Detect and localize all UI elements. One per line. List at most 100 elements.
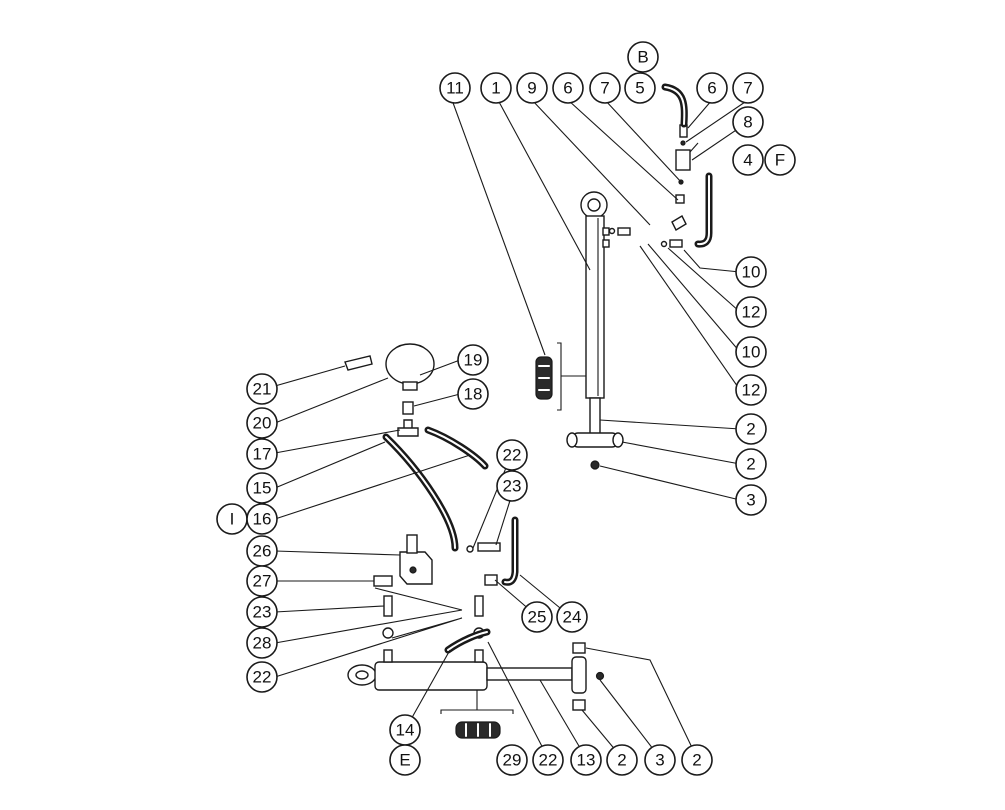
lower-cylinder-barrel	[374, 661, 488, 691]
hose-16-core	[427, 429, 486, 467]
callout-11: 11	[439, 72, 471, 104]
hose-14	[444, 628, 491, 654]
seal-kit-29-bracket	[440, 690, 514, 714]
callout-14: 14	[389, 714, 421, 746]
callout-5: 5	[624, 72, 656, 104]
lower-cylinder-eye-hole	[355, 670, 369, 680]
callout-13: 13	[570, 744, 602, 776]
svg-text:20: 20	[253, 414, 272, 433]
callout-6-mid: 6	[552, 72, 584, 104]
callout-7-mid: 7	[589, 72, 621, 104]
lower-port-right	[474, 649, 484, 663]
svg-text:4: 4	[743, 151, 752, 170]
seal-ring-a	[608, 227, 616, 235]
svg-text:10: 10	[742, 263, 761, 282]
svg-text:3: 3	[655, 751, 664, 770]
callout-2-a: 2	[735, 413, 767, 445]
seal-kit-11-bracket	[557, 342, 586, 411]
fitting-adapter-lower	[669, 239, 683, 248]
svg-text:23: 23	[253, 603, 272, 622]
svg-text:23: 23	[503, 477, 522, 496]
callout-22-c: 22	[532, 744, 564, 776]
svg-text:7: 7	[743, 79, 752, 98]
svg-text:22: 22	[503, 446, 522, 465]
bushing-2-top	[572, 642, 586, 654]
callout-21: 21	[246, 373, 278, 405]
callout-24: 24	[556, 601, 588, 633]
fitting-6-upper	[675, 194, 685, 204]
fitting-27	[373, 575, 393, 587]
callout-25: 25	[521, 601, 553, 633]
fitting-adapter-upper	[617, 227, 631, 236]
cylinder-rod	[589, 397, 601, 437]
grease-nipple-lower	[595, 671, 605, 681]
accumulator-20	[385, 343, 435, 385]
callout-F: F	[764, 144, 796, 176]
callout-23-a: 23	[496, 470, 528, 502]
svg-text:7: 7	[600, 79, 609, 98]
hose-24-core	[504, 519, 516, 584]
callout-3-b: 3	[644, 744, 676, 776]
cross-tube-end-left	[566, 432, 578, 448]
svg-text:6: 6	[563, 79, 572, 98]
barrel-port-bottom	[602, 239, 610, 248]
hose-16	[424, 426, 489, 470]
svg-text:28: 28	[253, 634, 272, 653]
svg-text:F: F	[775, 151, 785, 170]
lower-cylinder-rod	[486, 667, 573, 681]
svg-text:13: 13	[577, 751, 596, 770]
svg-text:2: 2	[692, 751, 701, 770]
seal-kit-11	[535, 356, 553, 400]
callout-2-b: 2	[735, 448, 767, 480]
svg-text:22: 22	[253, 668, 272, 687]
bracket-21	[344, 355, 373, 371]
hose-5-core	[664, 86, 686, 125]
svg-text:12: 12	[742, 381, 761, 400]
callout-2-d: 2	[681, 744, 713, 776]
valve-8	[675, 149, 691, 171]
callout-8: 8	[732, 106, 764, 138]
svg-text:5: 5	[635, 79, 644, 98]
svg-text:27: 27	[253, 572, 272, 591]
callout-28: 28	[246, 627, 278, 659]
callout-23-b: 23	[246, 596, 278, 628]
callout-1: 1	[480, 72, 512, 104]
valve-block-26	[399, 551, 433, 585]
svg-text:3: 3	[746, 491, 755, 510]
hose-5	[661, 83, 688, 128]
fitting-25	[484, 574, 498, 586]
svg-text:I: I	[230, 510, 235, 529]
hose-4-core	[697, 175, 710, 246]
seal-ring-7	[680, 140, 686, 146]
svg-text:E: E	[399, 751, 410, 770]
callout-29: 29	[496, 744, 528, 776]
cross-tube-end-right	[612, 432, 624, 448]
grease-nipple-upper	[590, 460, 600, 470]
washer-28-left	[382, 627, 394, 639]
svg-text:15: 15	[253, 479, 272, 498]
callouts: B 5 6 7 8 4 F 11 1 9 6 7 10 12 10 12 2 2…	[216, 41, 796, 776]
callout-22-b: 22	[246, 661, 278, 693]
upper-cylinder-assembly	[535, 83, 713, 470]
callout-4: 4	[732, 144, 764, 176]
leader-lines	[274, 99, 749, 759]
callout-6-top: 6	[696, 72, 728, 104]
svg-text:14: 14	[396, 721, 415, 740]
hose-15-core	[385, 436, 456, 549]
cylinder-barrel	[585, 215, 605, 399]
valve-8-lever	[689, 142, 699, 153]
callout-10-a: 10	[735, 256, 767, 288]
svg-text:29: 29	[503, 751, 522, 770]
svg-text:16: 16	[253, 510, 272, 529]
hose-15	[382, 433, 459, 552]
svg-text:2: 2	[746, 455, 755, 474]
tee-17	[397, 419, 419, 437]
bolt-23-upper	[477, 542, 501, 552]
svg-text:11: 11	[446, 79, 464, 98]
callout-9: 9	[516, 72, 548, 104]
accumulator-group	[344, 343, 519, 639]
svg-text:9: 9	[527, 79, 536, 98]
hose-24	[501, 516, 519, 586]
callout-17: 17	[246, 438, 278, 470]
